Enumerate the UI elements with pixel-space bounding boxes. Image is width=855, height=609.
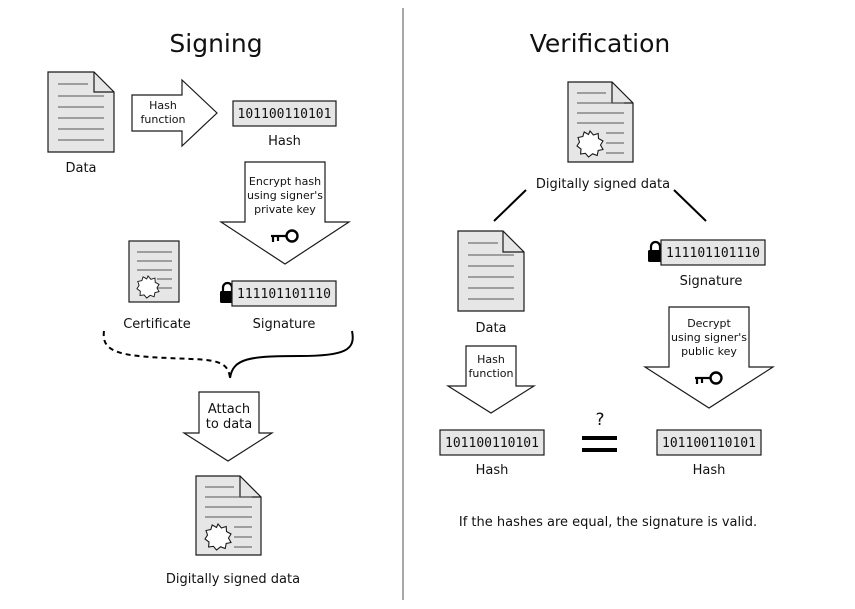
- certificate-label: Certificate: [123, 317, 191, 332]
- certificate-icon: [128, 240, 180, 303]
- svg-text:private key: private key: [254, 203, 316, 216]
- signature-label: Signature: [253, 317, 316, 332]
- signature-value: 111101101110: [237, 287, 331, 302]
- verification-title: Verification: [530, 29, 670, 58]
- combine-brace-dashed: [102, 330, 231, 379]
- signed-data-label: Digitally signed data: [166, 572, 300, 587]
- svg-text:using signer's: using signer's: [247, 189, 323, 202]
- hash-value: 101100110101: [238, 107, 332, 122]
- verification-data-document-icon: [457, 230, 525, 312]
- svg-text:using signer's: using signer's: [671, 331, 747, 344]
- computed-hash-box: [439, 429, 545, 456]
- verification-signature-box: [660, 239, 766, 266]
- decrypted-hash-box: [656, 429, 762, 456]
- svg-text:function: function: [469, 367, 514, 380]
- svg-text:Encrypt hash: Encrypt hash: [249, 175, 321, 188]
- combine-brace-solid: [229, 330, 354, 379]
- decrypted-hash-value: 101100110101: [662, 436, 756, 451]
- signed-document-icon: [195, 475, 262, 556]
- verification-signature-label: Signature: [680, 274, 743, 289]
- encrypt-hash-arrow: Encrypt hash using signer's private key: [218, 161, 352, 265]
- hash-function-arrow: Hash function: [131, 78, 218, 148]
- svg-text:Decrypt: Decrypt: [687, 317, 731, 330]
- verification-data-label: Data: [475, 321, 506, 336]
- svg-text:Attach: Attach: [208, 402, 250, 417]
- decrypt-signature-arrow: Decrypt using signer's public key: [642, 306, 776, 409]
- verification-signature-value: 111101101110: [666, 246, 760, 261]
- split-line-left: [493, 189, 527, 222]
- svg-text:to data: to data: [206, 417, 252, 432]
- equals-sign-top: [582, 436, 617, 440]
- signature-box: [231, 280, 337, 307]
- decrypted-hash-label: Hash: [693, 463, 726, 478]
- conclusion-text: If the hashes are equal, the signature i…: [459, 515, 757, 530]
- svg-text:function: function: [141, 113, 186, 126]
- verification-signed-data-label: Digitally signed data: [536, 177, 670, 192]
- hash-box: [232, 100, 337, 127]
- data-label: Data: [65, 161, 96, 176]
- compare-question-mark: ?: [595, 410, 604, 430]
- signing-title: Signing: [169, 29, 262, 58]
- svg-text:Hash: Hash: [149, 99, 177, 112]
- svg-text:public key: public key: [681, 345, 737, 358]
- equals-sign-bottom: [582, 448, 617, 452]
- computed-hash-value: 101100110101: [445, 436, 539, 451]
- verification-hash-function-arrow: Hash function: [445, 345, 537, 414]
- attach-to-data-arrow: Attach to data: [181, 391, 275, 462]
- data-document-icon: [47, 71, 115, 153]
- svg-text:Hash: Hash: [477, 353, 505, 366]
- computed-hash-label: Hash: [476, 463, 509, 478]
- split-line-right: [673, 189, 707, 222]
- verification-signed-document-icon: [567, 81, 634, 163]
- hash-label: Hash: [268, 134, 301, 149]
